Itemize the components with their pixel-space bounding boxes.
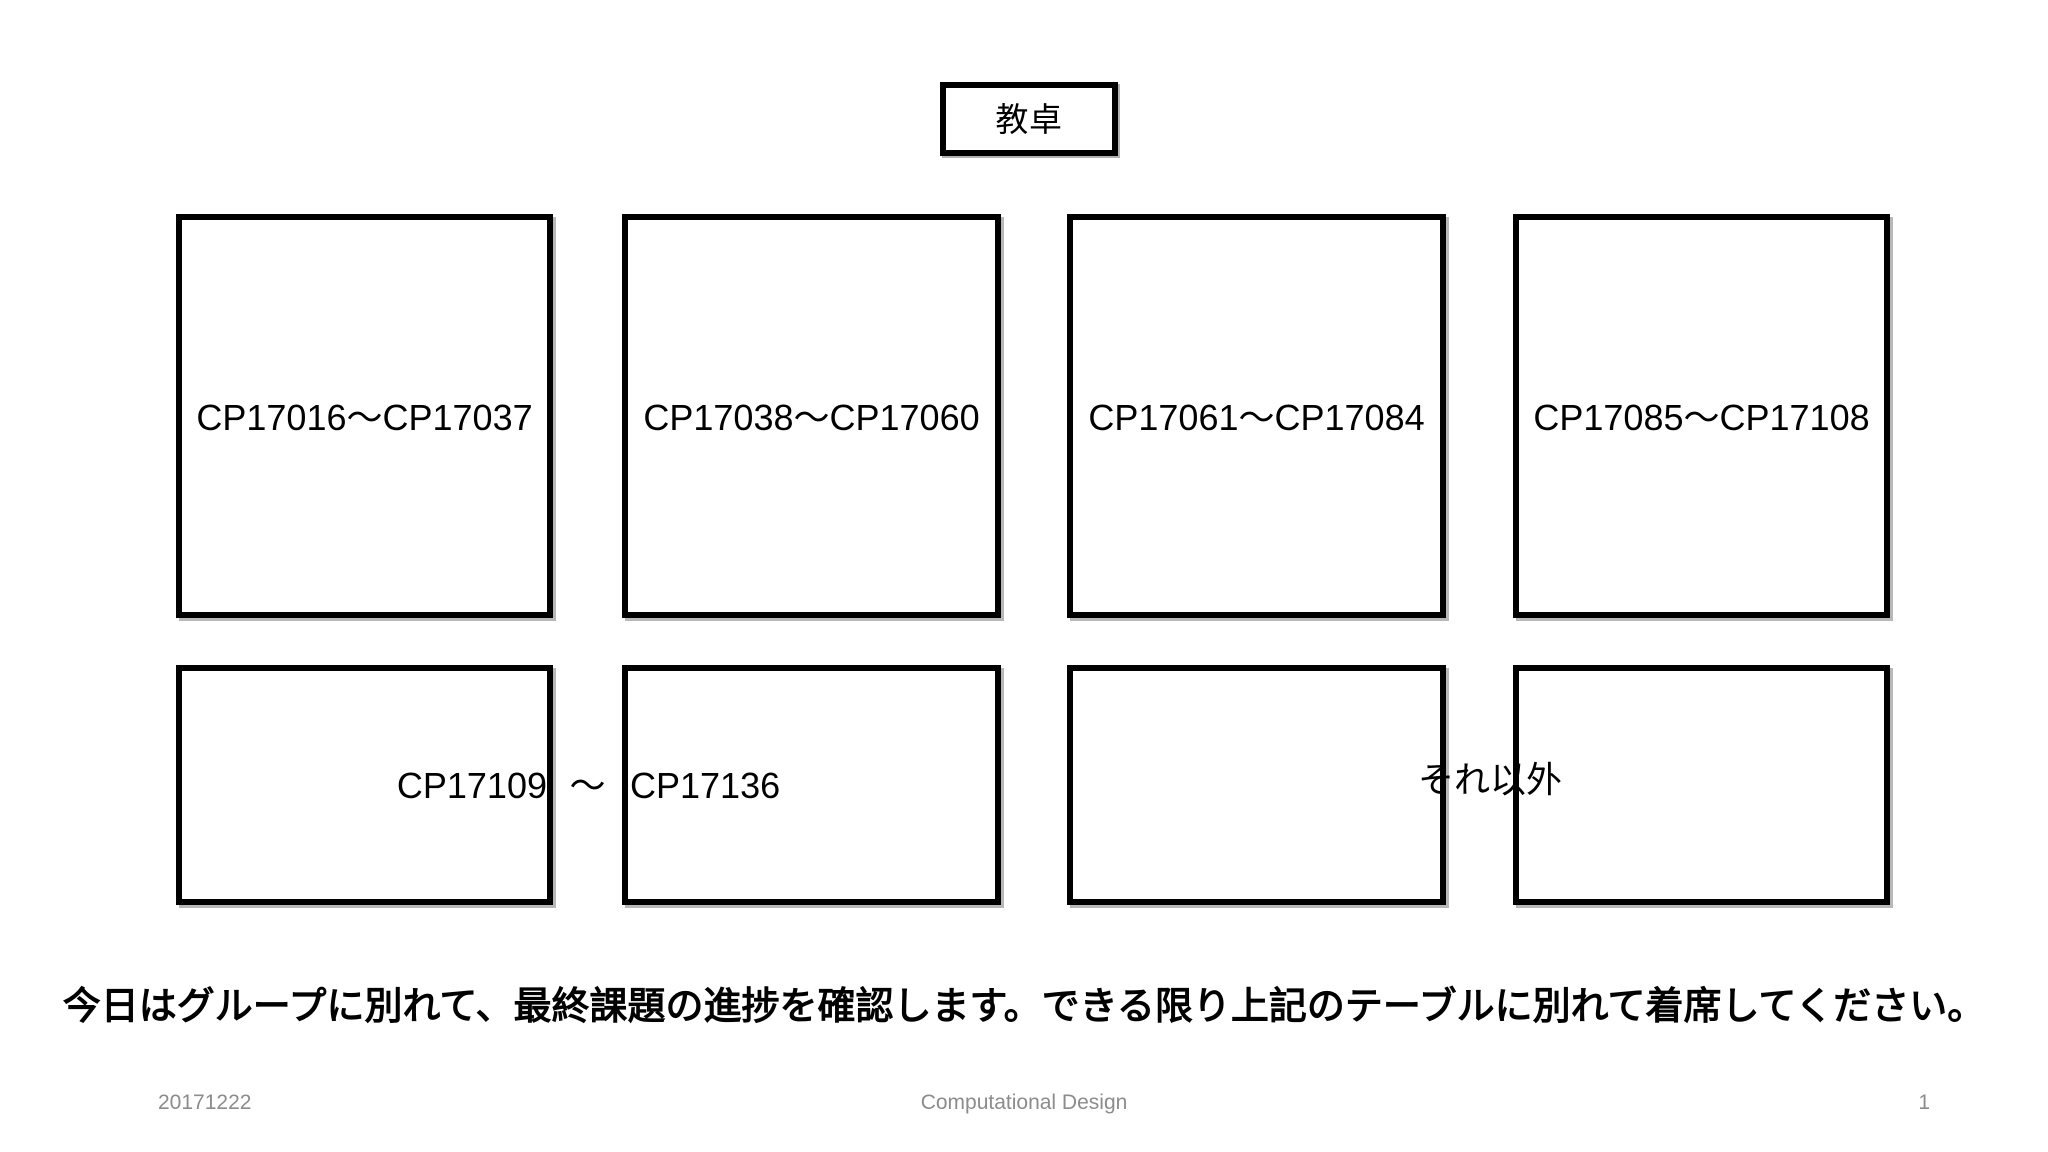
range-separator-tilde: 〜 [569,765,606,806]
table-label-3: CP17061〜CP17084 [1088,397,1425,438]
table-label-4: CP17085〜CP17108 [1533,397,1870,438]
footer-page-number: 1 [1918,1091,1930,1114]
table-box-3 [1067,214,1446,618]
table-label-2: CP17038〜CP17060 [643,397,980,438]
podium-box: 教卓 [940,82,1118,156]
table-label-1: CP17016〜CP17037 [196,397,533,438]
table-box-5 [176,665,553,905]
slide-caption: 今日はグループに別れて、最終課題の進捗を確認します。できる限り上記のテーブルに別… [62,986,1986,1028]
table-label-5: CP17109 [396,765,547,806]
table-box-1 [176,214,553,618]
footer-title: Computational Design [920,1091,1128,1114]
table-box-7 [1067,665,1446,905]
footer-date: 20171222 [158,1091,252,1114]
podium-label: 教卓 [995,100,1063,138]
table-label-6: CP17136 [630,765,781,806]
table-box-2 [622,214,1001,618]
table-label-other: それ以外 [1417,759,1562,800]
table-box-6 [622,665,1001,905]
table-box-8 [1513,665,1890,905]
table-box-4 [1513,214,1890,618]
